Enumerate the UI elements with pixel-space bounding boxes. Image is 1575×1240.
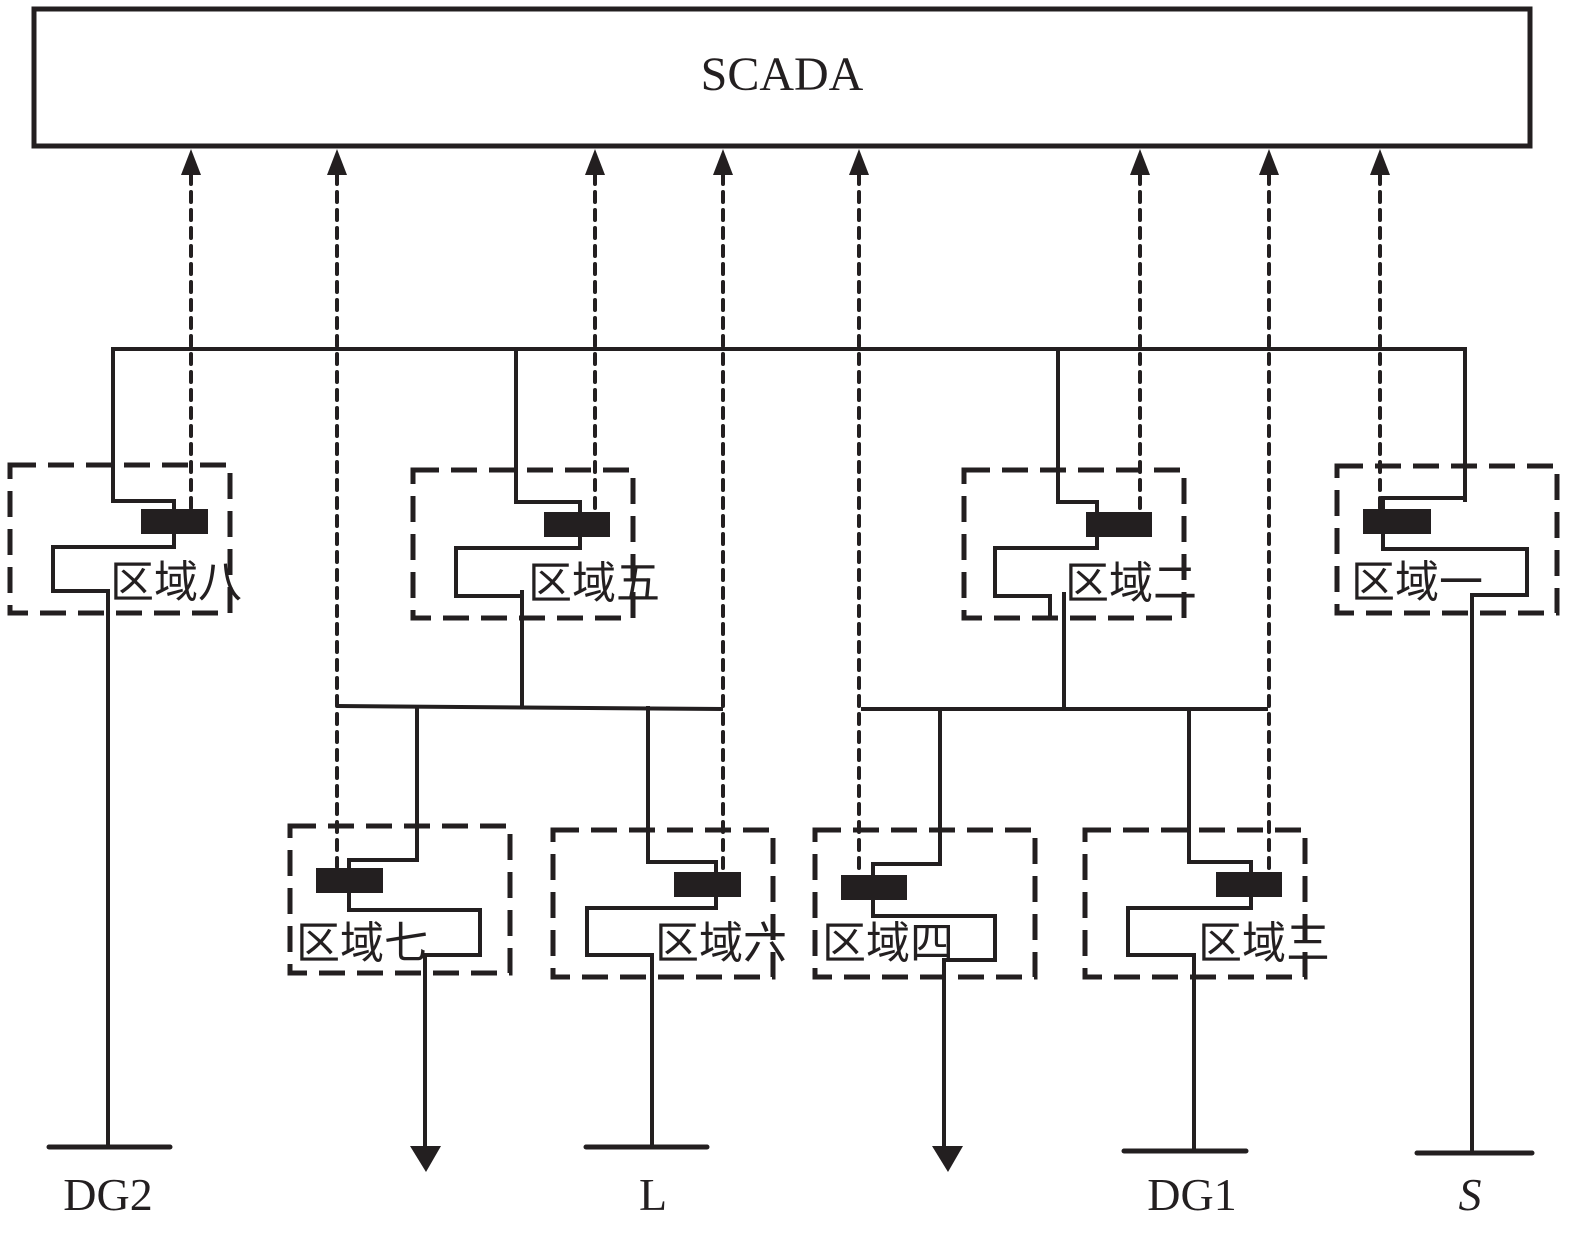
- zone-6-label: 区域六: [655, 918, 787, 969]
- comm-arrow-zone6-icon: [713, 149, 733, 175]
- zone-5-boundary: [410, 467, 636, 621]
- left-sub-bus-line: [336, 704, 724, 711]
- zone-6-breaker: [674, 872, 741, 897]
- zone-5-feeder: [454, 498, 582, 617]
- left-sub-bus: [336, 590, 724, 859]
- main-bus-line: [111, 347, 1467, 502]
- zone-2-boundary: [961, 467, 1187, 621]
- zone-7-boundary: [287, 823, 513, 976]
- right-sub-bus: [861, 592, 1268, 861]
- zone-1-feeder: [1381, 496, 1529, 1154]
- zone-2-label: 区域二: [1065, 558, 1197, 609]
- zone-1-boundary: [1334, 463, 1560, 616]
- zone-7[interactable]: 区域七: [287, 823, 513, 1172]
- terminal-dg2: DG2: [46, 1144, 173, 1220]
- zone-3[interactable]: 区域三: [1082, 827, 1330, 1152]
- dg2-label: DG2: [63, 1169, 152, 1220]
- zone-8-boundary: [7, 462, 233, 616]
- zone-3-feeder: [1126, 857, 1253, 1152]
- dg1-label: DG1: [1147, 1169, 1236, 1220]
- zone-6-feeder: [585, 855, 718, 1149]
- source-label: S: [1459, 1169, 1482, 1220]
- zone-7-feeder: [347, 855, 482, 1147]
- zone-4-breaker: [841, 875, 907, 900]
- scada-label: SCADA: [701, 48, 864, 101]
- zone-4-boundary: [812, 827, 1038, 980]
- comm-arrow-zone4-icon: [849, 149, 869, 175]
- terminal-source: S: [1414, 1150, 1535, 1220]
- zone-2[interactable]: 区域二: [961, 467, 1197, 621]
- zone-5-label: 区域五: [528, 558, 660, 609]
- terminal-dg1: DG1: [1121, 1148, 1249, 1220]
- zone-1-label: 区域一: [1351, 557, 1483, 608]
- zone-5-breaker: [544, 512, 610, 537]
- comm-arrow-zone7-icon: [327, 149, 347, 175]
- zone-4[interactable]: 区域四: [812, 827, 1038, 1172]
- comm-arrow-zone1-icon: [1370, 149, 1390, 175]
- zone-4-label: 区域四: [822, 918, 954, 969]
- comm-arrow-zone8-icon: [181, 149, 201, 175]
- load-label: L: [639, 1169, 667, 1220]
- scada-box: SCADA: [31, 6, 1533, 149]
- zone-8-breaker: [141, 509, 208, 534]
- comm-arrow-zone3-icon: [1259, 149, 1279, 175]
- comm-arrow-zone2-icon: [1130, 149, 1150, 175]
- zone-8-feeder: [51, 498, 176, 1147]
- zone-2-breaker: [1086, 512, 1152, 537]
- zone-8-label: 区域八: [110, 557, 242, 608]
- zone-8[interactable]: 区域八: [7, 462, 242, 1147]
- zone-1-breaker: [1363, 509, 1431, 534]
- comm-arrow-zone5-icon: [585, 149, 605, 175]
- load-arrow-zone4-icon: [932, 1146, 963, 1172]
- zone-3-breaker: [1216, 872, 1282, 897]
- load-arrow-zone7-icon: [410, 1146, 441, 1172]
- terminal-load: L: [583, 1144, 710, 1220]
- zone-7-breaker: [316, 868, 383, 893]
- zone-4-feeder: [871, 857, 997, 1148]
- zone-7-label: 区域七: [296, 918, 428, 969]
- zone-5[interactable]: 区域五: [410, 467, 660, 621]
- communication-links: [181, 149, 1390, 876]
- zone-1[interactable]: 区域一: [1334, 463, 1560, 1154]
- main-bus: [111, 347, 1467, 502]
- zone-3-label: 区域三: [1198, 918, 1330, 969]
- zone-6-boundary: [550, 827, 776, 980]
- zone-6[interactable]: 区域六: [550, 827, 787, 1149]
- zone-2-feeder: [993, 498, 1099, 617]
